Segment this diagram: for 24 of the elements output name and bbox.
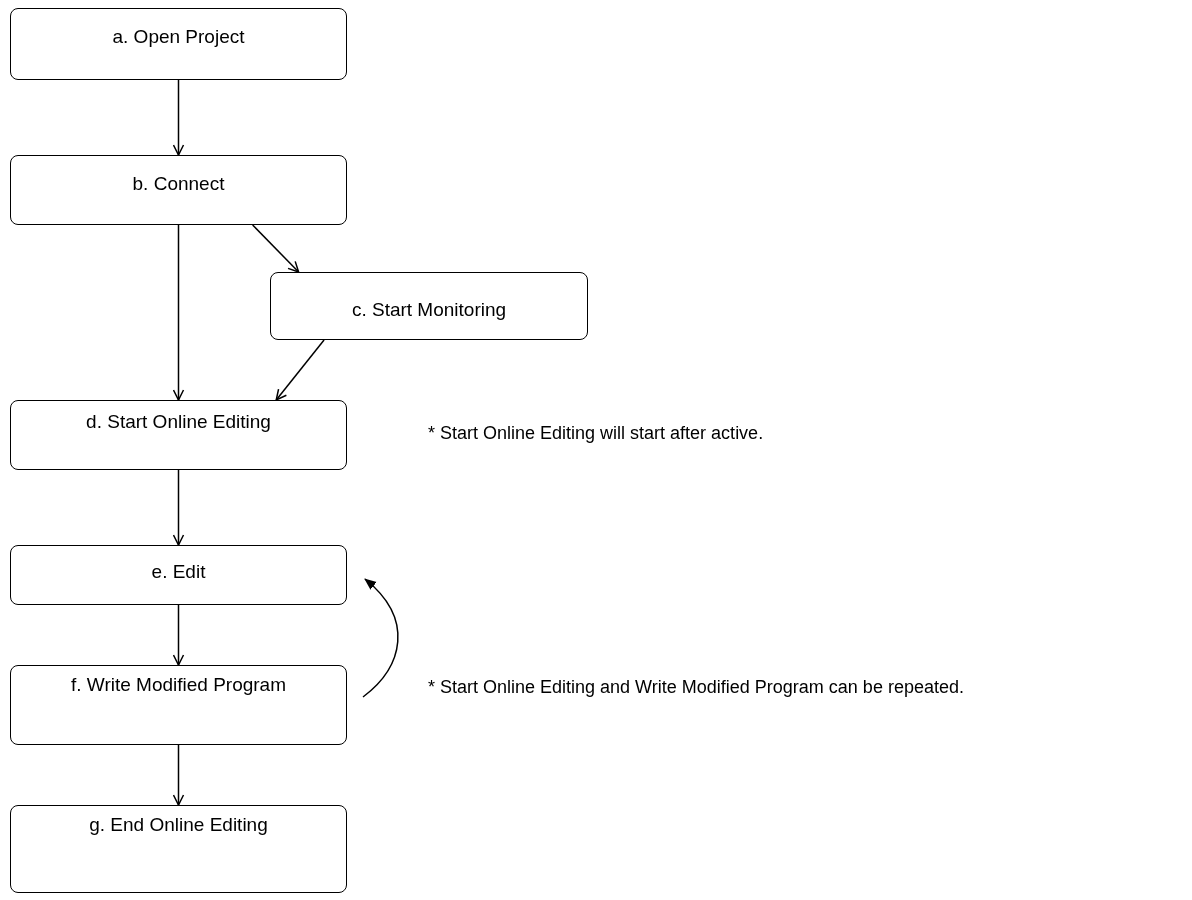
arrow — [172, 79, 185, 156]
step-label: b. Connect — [132, 173, 225, 196]
step-label: e. Edit — [151, 561, 206, 584]
process-box — [10, 155, 347, 225]
arrow — [251, 224, 300, 273]
note-text: * Start Online Editing will start after active. — [428, 423, 764, 444]
note-text: * Start Online Editing and Write Modified Program can be repeated. — [428, 677, 964, 698]
arrow — [172, 469, 185, 546]
arrow — [362, 578, 399, 698]
step-label: g. End Online Editing — [89, 814, 268, 837]
process-box — [10, 665, 347, 745]
arrow — [172, 744, 185, 806]
step-label: f. Write Modified Program — [70, 674, 287, 697]
arrow — [172, 604, 185, 666]
arrow — [275, 339, 325, 401]
process-box — [270, 272, 588, 340]
step-label: d. Start Online Editing — [86, 411, 271, 434]
arrow — [172, 224, 185, 401]
step-label: a. Open Project — [112, 26, 245, 49]
step-label: c. Start Monitoring — [351, 299, 507, 322]
process-box — [10, 400, 347, 470]
process-box — [10, 8, 347, 80]
process-box — [10, 805, 347, 893]
process-box — [10, 545, 347, 605]
